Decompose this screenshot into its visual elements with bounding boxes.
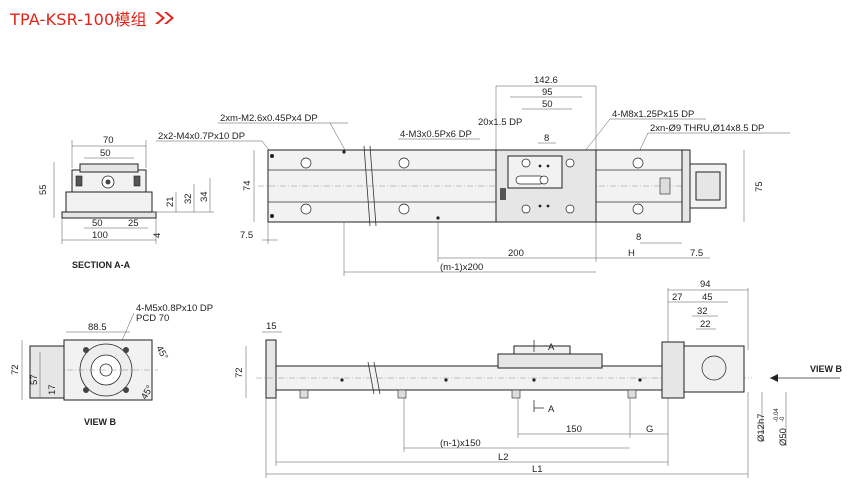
- callout-20x1-5: 20x1.5 DP: [478, 117, 522, 128]
- dim-sec-32: 32: [183, 193, 194, 204]
- dim-sec-50-bot: 50: [92, 218, 103, 229]
- dim-sec-100: 100: [92, 230, 108, 241]
- dim-vb-72: 72: [10, 364, 21, 375]
- view-b-callout: 4-M5x0.8Px10 DP: [136, 303, 213, 314]
- sec-base: [65, 191, 153, 213]
- dim-l1: L1: [532, 464, 543, 475]
- callout-m2-6: 2xm-M2.6x0.45Px4 DP: [220, 113, 318, 124]
- dim-d50-tol-lower: -0: [780, 416, 786, 422]
- dim-94: 94: [700, 279, 711, 290]
- dim-front-72: 72: [234, 367, 245, 378]
- dim-sec-4: 4: [152, 233, 163, 238]
- dim-8-right: 8: [636, 232, 641, 243]
- dim-7-5-left: 7.5: [240, 230, 253, 241]
- dim-vb-17: 17: [47, 384, 58, 395]
- dim-15: 15: [266, 321, 277, 332]
- dim-200: 200: [508, 248, 524, 259]
- view-b: 4-M5x0.8Px10 DP PCD 70 88.5 72 57 17 45°…: [10, 303, 213, 427]
- title-text: TPA-KSR-100模组: [10, 10, 147, 29]
- dim-142-6: 142.6: [534, 75, 558, 86]
- double-chevron-right-icon: [153, 10, 179, 26]
- dim-sec-70: 70: [103, 135, 114, 146]
- front-carriage: [497, 353, 603, 369]
- dim-22: 22: [700, 319, 711, 330]
- callout-thru: 2xn-Ø9 THRU,Ø14x8.5 DP: [650, 123, 764, 134]
- dim-sec-34: 34: [199, 191, 210, 202]
- dim-vb-88-5: 88.5: [88, 322, 107, 333]
- front-view-b-label: VIEW B: [810, 364, 843, 374]
- view-b-pcd: PCD 70: [136, 313, 169, 324]
- callout-m4: 2x2-M4x0.7Px10 DP: [158, 131, 245, 142]
- dim-vb-45-top: 45°: [153, 344, 170, 362]
- front-view: 94 27 45 32 22 15 72: [234, 279, 843, 478]
- dim-n-pitch: (n-1)x150: [440, 438, 481, 449]
- dim-74: 74: [242, 180, 253, 191]
- dim-95: 95: [542, 87, 553, 98]
- view-b-label: VIEW B: [84, 417, 117, 427]
- dim-sec-55: 55: [38, 184, 49, 195]
- section-mark-a-bot: A: [548, 404, 555, 415]
- dim-l2: L2: [498, 452, 509, 463]
- page-title: TPA-KSR-100模组: [10, 6, 179, 30]
- dim-d12: Ø12h7: [756, 413, 767, 442]
- section-aa-label: SECTION A-A: [72, 260, 131, 270]
- dim-150: 150: [566, 424, 582, 435]
- dim-h-label: H: [628, 248, 635, 259]
- section-mark-a-top: A: [548, 342, 555, 353]
- dim-d50-tol-upper: -0.04: [774, 408, 780, 422]
- section-aa-view: 70 50 55 21 32 34 50 25 100 4 SECTION: [38, 135, 214, 270]
- dim-m-pitch: (m-1)x200: [440, 262, 483, 273]
- dim-g-label: G: [646, 424, 653, 435]
- dim-50: 50: [542, 99, 553, 110]
- dim-sec-25: 25: [128, 218, 139, 229]
- callout-m3: 4-M3x0.5Px6 DP: [400, 129, 472, 140]
- callout-m8: 4-M8x1.25Px15 DP: [612, 109, 694, 120]
- dim-75: 75: [754, 181, 765, 192]
- dim-vb-57: 57: [29, 374, 40, 385]
- dim-45: 45: [702, 292, 713, 303]
- top-view: 2xm-M2.6x0.45Px4 DP 2x2-M4x0.7Px10 DP 4-…: [156, 75, 790, 276]
- dim-32: 32: [697, 306, 708, 317]
- dim-27: 27: [672, 292, 683, 303]
- dim-8: 8: [544, 133, 549, 144]
- dim-sec-50-top: 50: [100, 148, 111, 159]
- dim-sec-21: 21: [165, 196, 176, 207]
- dim-d50: Ø50: [778, 428, 789, 446]
- dim-7-5-right: 7.5: [690, 248, 703, 259]
